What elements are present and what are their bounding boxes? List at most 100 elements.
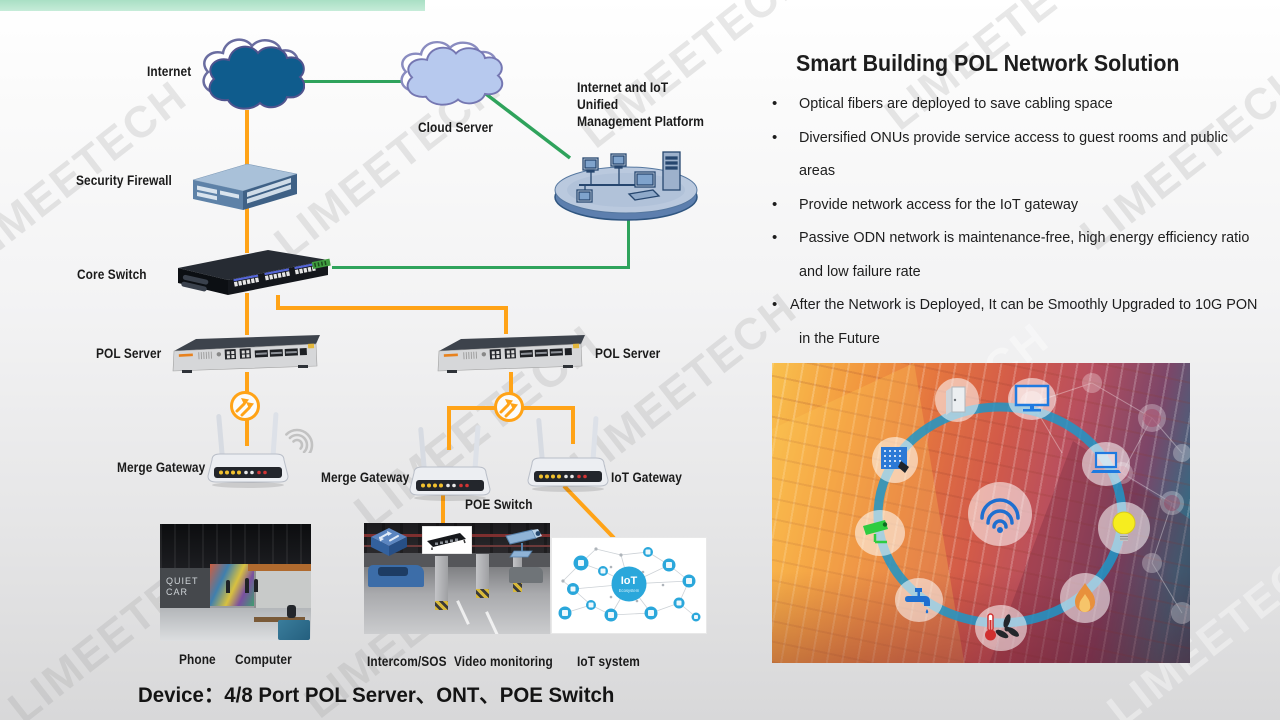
- camera-3d-icon: [505, 529, 542, 558]
- bullet-text: and low failure rate: [799, 262, 921, 280]
- parking-wall: [364, 552, 550, 568]
- bullet-row: • Diversified ONUs provide service acces…: [772, 128, 1277, 162]
- monitor-icon: [1008, 378, 1056, 420]
- poe-switch-label: POE Switch: [465, 497, 533, 512]
- car: [509, 567, 543, 583]
- bullet-marker: [772, 329, 799, 330]
- switch-3d-icon: [371, 528, 407, 556]
- merge-gateway-mid-label: Merge Gateway: [321, 470, 410, 485]
- car: [367, 565, 424, 588]
- bullet-row: in the Future: [772, 329, 1277, 363]
- link-coreswitch-polserver2-h: [276, 306, 508, 310]
- bullet-text: Provide network access for the IoT gatew…: [799, 195, 1079, 213]
- core-switch-icon: [178, 250, 331, 295]
- bullet-row: and low failure rate: [772, 262, 1277, 296]
- bullet-marker: •: [772, 229, 778, 246]
- pol-server-right-icon: [437, 335, 585, 373]
- keypad-icon: [872, 437, 918, 483]
- iot-gateway-icon: [527, 416, 609, 492]
- person: [244, 577, 249, 593]
- intercom-sos-label: Intercom/SOS: [367, 654, 447, 669]
- seated-person: [286, 604, 296, 618]
- device-summary: Device：4/8 Port POL Server、ONT、POE Switc…: [138, 683, 615, 707]
- iot-system-label: IoT system: [577, 654, 640, 669]
- link-platform-drop: [627, 212, 630, 269]
- link-splitter2-mergegateway2: [447, 406, 451, 450]
- link-mergegateway2-poeswitch: [441, 495, 445, 523]
- bullet-row: • Passive ODN network is maintenance-fre…: [772, 228, 1277, 262]
- link-coreswitch-polserver1: [245, 293, 249, 335]
- laptop-icon: [1082, 442, 1130, 486]
- iot-gateway-label: IoT Gateway: [611, 470, 682, 485]
- iot-ecosystem-graphic: IoT Ecosystem: [558, 547, 701, 622]
- quiet-car-sign: QUIET CAR: [160, 568, 210, 616]
- bulb-icon: [1098, 502, 1150, 554]
- bullet-row: • Optical fibers are deployed to save ca…: [772, 94, 1277, 128]
- merge-gateway-left-label: Merge Gateway: [117, 460, 206, 475]
- top-accent-bar: [0, 0, 425, 11]
- pol-server-left-label: POL Server: [96, 346, 162, 361]
- person: [226, 580, 231, 594]
- link-polserver1-splitter: [245, 372, 249, 392]
- internet-label: Internet: [147, 64, 192, 79]
- pillar: [434, 556, 448, 610]
- iot-center-text: IoT: [621, 575, 638, 587]
- link-coreswitch-branch: [276, 295, 280, 310]
- smart-building-image: [772, 363, 1190, 663]
- bullet-marker: •: [772, 195, 778, 213]
- bullet-marker: •: [772, 95, 778, 112]
- iot-center-subtext: Ecosystem: [619, 588, 640, 593]
- merge-gateway-mid-icon: [409, 425, 491, 501]
- bullet-text: Diversified ONUs provide service access …: [799, 128, 1228, 146]
- security-firewall-label: Security Firewall: [76, 173, 172, 188]
- cloud-server-label: Cloud Server: [418, 120, 494, 135]
- link-firewall-coreswitch: [245, 205, 249, 253]
- link-splitter-mergegateway1: [245, 418, 249, 446]
- sign-line2: CAR: [166, 587, 189, 598]
- optical-splitter-icon: [494, 392, 524, 422]
- wood-beam: [247, 563, 311, 571]
- internet-cloud-icon: [202, 38, 305, 110]
- link-platform-coreswitch: [332, 266, 630, 269]
- bullet-marker: [772, 262, 799, 263]
- parking-photo: [364, 523, 550, 634]
- bullet-marker: •: [772, 128, 778, 146]
- faucet-icon: [895, 578, 943, 622]
- wifi-icon: [968, 482, 1032, 546]
- pol-server-left-icon: [172, 335, 320, 373]
- bullet-row: • After the Network is Deployed, It can …: [772, 295, 1277, 329]
- poe-switch-photo: [422, 526, 472, 554]
- bullet-text: After the Network is Deployed, It can be…: [790, 296, 1258, 313]
- core-switch-label: Core Switch: [77, 267, 147, 282]
- sign-line1: QUIET: [166, 576, 199, 587]
- desk: [253, 617, 305, 623]
- desk-phone: [277, 619, 310, 640]
- fire-icon: [1060, 573, 1110, 623]
- bullet-list: • Optical fibers are deployed to save ca…: [772, 94, 1277, 362]
- link-internet-cloudserver: [299, 80, 407, 83]
- computer-label: Computer: [235, 652, 292, 667]
- bullet-marker: [772, 161, 799, 162]
- pol-server-right-label: POL Server: [595, 346, 661, 361]
- platform-label-line1: Internet and IoT Unified: [577, 80, 669, 112]
- office-wall: [253, 566, 311, 609]
- office-photo: QUIET CAR: [160, 524, 311, 641]
- pillar: [475, 554, 489, 599]
- wifi-waves-icon: [285, 428, 314, 453]
- door-icon: [935, 378, 979, 422]
- merge-gateway-left-icon: [207, 412, 289, 488]
- phone-label: Phone: [179, 652, 216, 667]
- optical-splitter-icon: [230, 391, 260, 421]
- cctv-icon: [855, 510, 905, 556]
- video-monitoring-label: Video monitoring: [454, 654, 553, 669]
- iot-ecosystem-image: IoT Ecosystem: [551, 537, 707, 634]
- bullet-text: areas: [799, 162, 836, 179]
- link-cloudserver-platform: [484, 92, 572, 160]
- link-splitter2-iotgateway: [571, 406, 575, 444]
- office-ceiling: [160, 524, 311, 571]
- person: [253, 578, 258, 592]
- security-firewall-icon: [192, 163, 298, 210]
- bullet-text: Optical fibers are deployed to save cabl…: [799, 95, 1113, 112]
- cloud-server-icon: [400, 41, 504, 106]
